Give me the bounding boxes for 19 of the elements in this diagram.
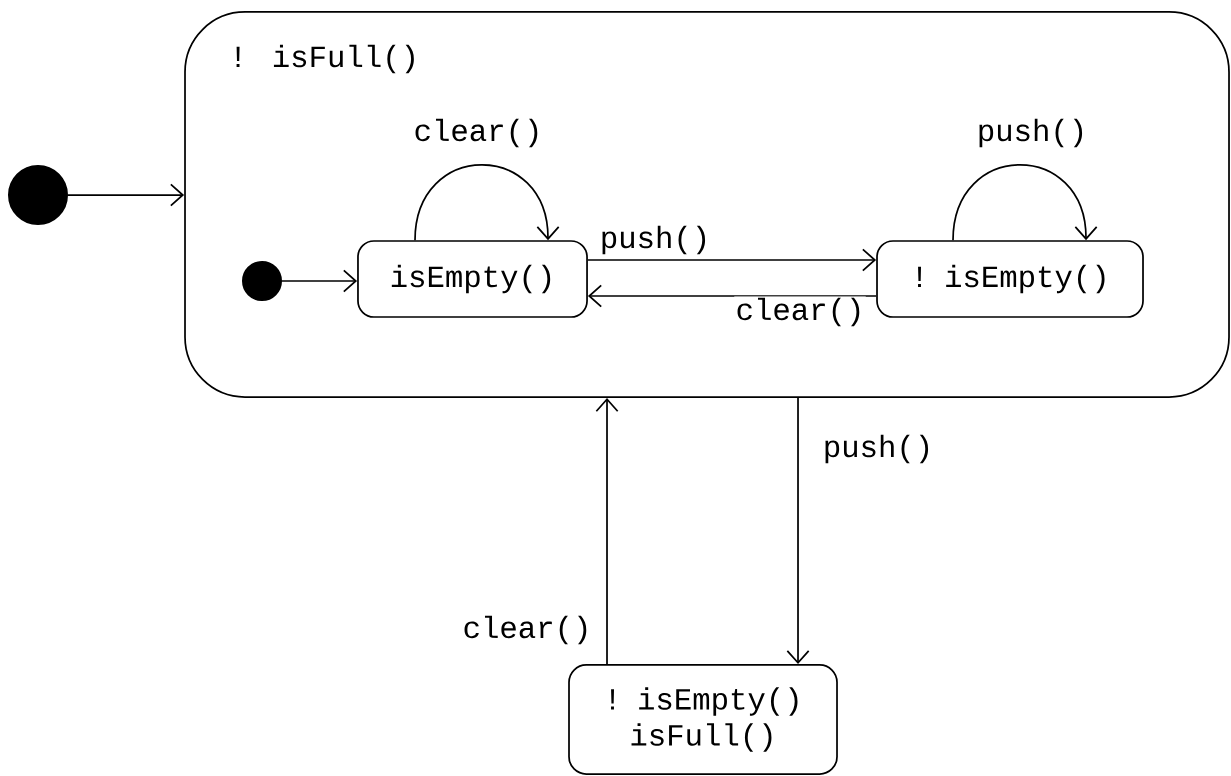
- transition-arrow: [587, 248, 877, 272]
- edge-label: push(): [821, 433, 935, 465]
- initial-state-dot: [242, 261, 282, 301]
- transition-arrow: [414, 164, 560, 241]
- transition-arrow: [281, 269, 358, 293]
- state-box: isEmpty(): [357, 240, 588, 318]
- edge-label: push(): [975, 117, 1089, 149]
- edge-label: clear(): [734, 296, 866, 328]
- edge-label: push(): [598, 224, 712, 256]
- edge-label: clear(): [461, 614, 593, 646]
- transition-arrow: [786, 397, 810, 665]
- transition-arrow: [67, 183, 185, 207]
- state-box: ! isEmpty(): [876, 240, 1144, 318]
- transition-arrow: [595, 397, 619, 665]
- initial-state-dot: [8, 165, 68, 225]
- state-box: ! isEmpty() isFull(): [568, 664, 838, 775]
- transition-arrow: [587, 284, 877, 308]
- edge-label: clear(): [412, 117, 544, 149]
- transition-arrow: [952, 164, 1098, 241]
